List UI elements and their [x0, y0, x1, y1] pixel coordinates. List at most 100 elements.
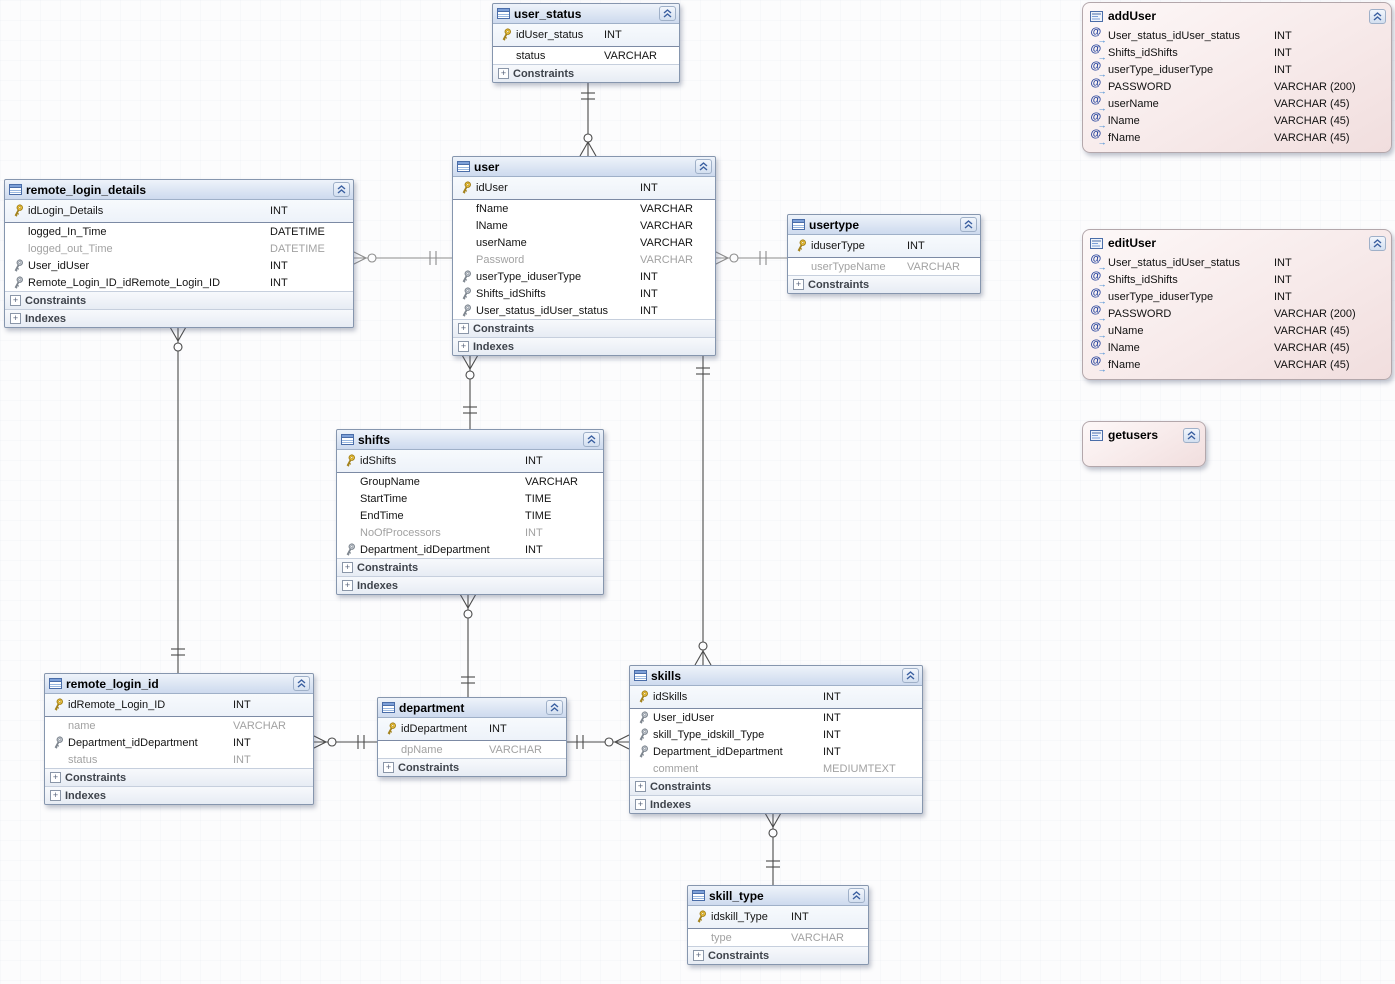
collapse-button[interactable]: [333, 182, 350, 197]
expand-icon[interactable]: +: [342, 562, 353, 573]
collapse-button[interactable]: [902, 668, 919, 683]
section-row-constraints[interactable]: +Constraints: [493, 64, 679, 82]
collapse-button[interactable]: [960, 217, 977, 232]
section-row-constraints[interactable]: +Constraints: [630, 777, 922, 795]
section-row-indexes[interactable]: +Indexes: [5, 309, 353, 327]
expand-icon[interactable]: +: [635, 781, 646, 792]
expand-icon[interactable]: +: [50, 790, 61, 801]
table-header-department[interactable]: department: [378, 698, 566, 718]
section-row-indexes[interactable]: +Indexes: [337, 576, 603, 594]
expand-icon[interactable]: +: [383, 762, 394, 773]
expand-icon[interactable]: +: [458, 323, 469, 334]
expand-icon[interactable]: +: [498, 68, 509, 79]
section-row-indexes[interactable]: +Indexes: [45, 786, 313, 804]
expand-icon[interactable]: +: [10, 295, 21, 306]
collapse-button[interactable]: [1369, 235, 1386, 251]
expand-icon[interactable]: +: [635, 799, 646, 810]
table-header-remote_login_id[interactable]: remote_login_id: [45, 674, 313, 694]
table-header-usertype[interactable]: usertype: [788, 215, 980, 235]
expand-icon[interactable]: +: [10, 313, 21, 324]
expand-icon[interactable]: +: [458, 341, 469, 352]
section-row-indexes[interactable]: +Indexes: [630, 795, 922, 813]
section-row-constraints[interactable]: +Constraints: [688, 946, 868, 964]
expand-icon[interactable]: +: [693, 950, 704, 961]
table-header-skill_type[interactable]: skill_type: [688, 886, 868, 906]
collapse-button[interactable]: [848, 888, 865, 903]
collapse-button[interactable]: [659, 6, 676, 21]
collapse-button[interactable]: [1183, 427, 1200, 443]
table-header-skills[interactable]: skills: [630, 666, 922, 686]
routine-header-getusers[interactable]: getusers: [1083, 422, 1205, 446]
expand-icon[interactable]: +: [793, 279, 804, 290]
section-row-constraints[interactable]: +Constraints: [5, 291, 353, 309]
expand-icon[interactable]: +: [50, 772, 61, 783]
collapse-button[interactable]: [546, 700, 563, 715]
table-header-remote_login_details[interactable]: remote_login_details: [5, 180, 353, 200]
table-header-shifts[interactable]: shifts: [337, 430, 603, 450]
section-row-indexes[interactable]: +Indexes: [453, 337, 715, 355]
routine-group-getusers[interactable]: getusers: [1082, 421, 1206, 467]
expand-icon[interactable]: +: [342, 580, 353, 591]
collapse-button[interactable]: [695, 159, 712, 174]
table-header-user[interactable]: user: [453, 157, 715, 177]
collapse-button[interactable]: [583, 432, 600, 447]
table-header-user_status[interactable]: user_status: [493, 4, 679, 24]
section-row-constraints[interactable]: +Constraints: [337, 558, 603, 576]
